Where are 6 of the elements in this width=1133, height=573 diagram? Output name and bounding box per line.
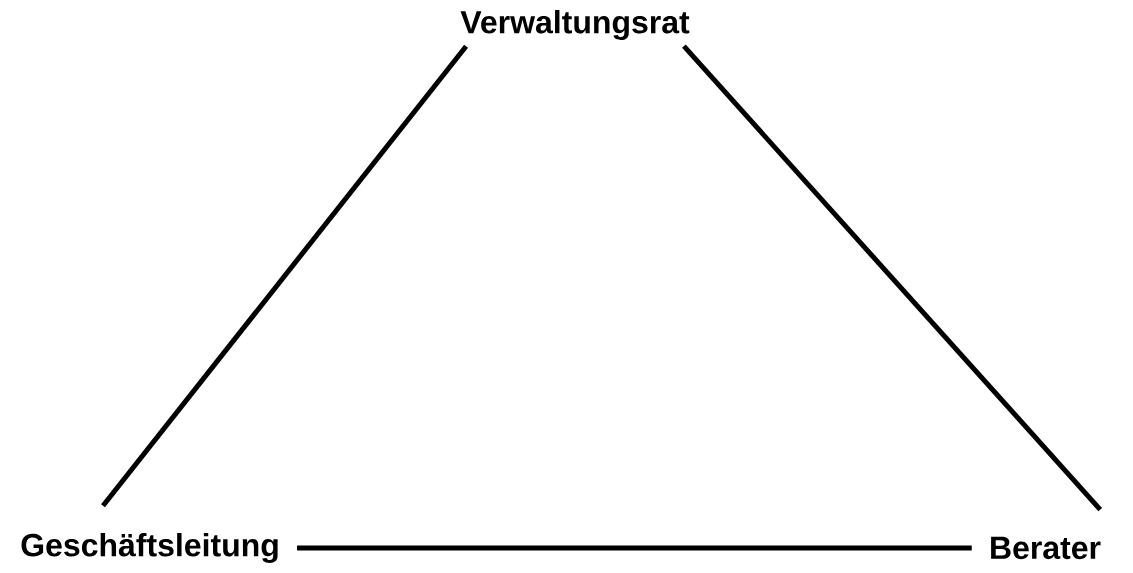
- connector-line: [101, 44, 469, 508]
- connector-line: [682, 44, 1103, 512]
- node-label: Verwaltungsrat: [460, 10, 690, 40]
- node-label: Berater: [991, 536, 1101, 560]
- connector-line: [297, 545, 972, 551]
- node-label: Geschäftsleitung: [21, 533, 278, 563]
